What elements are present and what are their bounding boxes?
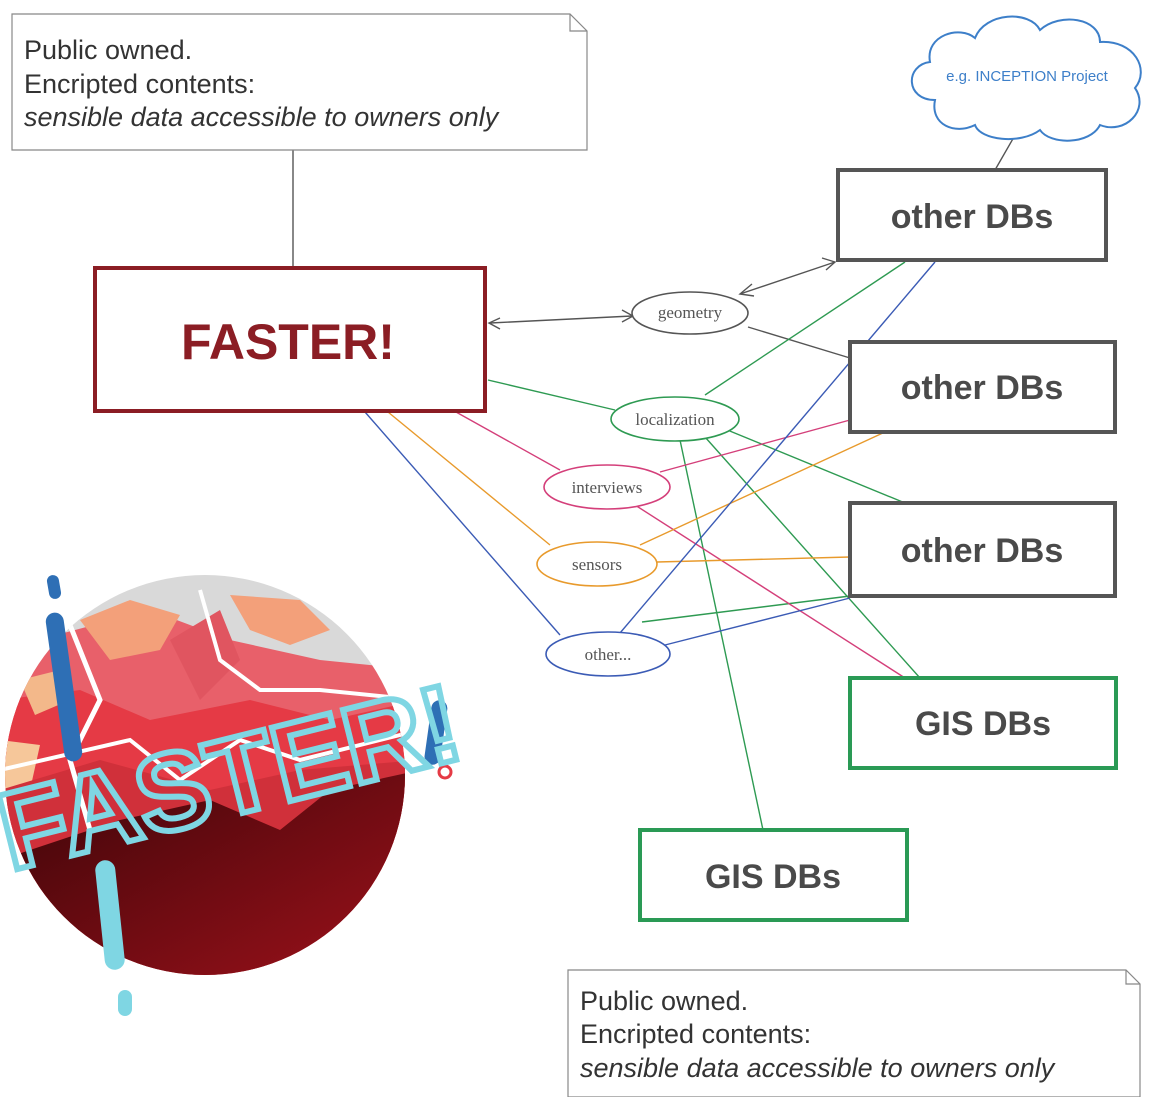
edge-interviews-gis1 [634,504,906,679]
note-top-line3: sensible data accessible to owners only [24,102,500,132]
note-top: Public owned. Encripted contents: sensib… [11,13,588,151]
db-other-1-label: other DBs [891,198,1053,236]
edge-faster-localization [487,379,616,411]
logo-exclamation-bar-right [424,700,448,765]
note-bottom-line2: Encripted contents: [580,1019,811,1049]
node-localization-label: localization [635,410,715,429]
edge-localization-db1 [704,261,906,396]
db-other-3-label: other DBs [901,532,1063,570]
faster-logo: FASTER! [0,575,476,1016]
logo-exclamation-dot-bottom [118,990,132,1016]
node-sensors: sensors [536,541,658,587]
edge-sensors-db2 [639,431,886,546]
arrowhead-db1 [821,257,837,271]
node-geometry: geometry [631,291,749,335]
arrowhead-geometry-left [738,283,755,297]
db-gis-1-label: GIS DBs [915,705,1051,743]
cloud-inception: e.g. INCEPTION Project [910,15,1142,142]
edge-geometry-db2 [747,326,851,359]
note-top-line2: Encripted contents: [24,69,255,99]
edge-faster-geometry [489,315,633,324]
db-gis-1: GIS DBs [848,676,1118,770]
edge-faster-interviews [455,411,561,471]
faster-main-box: FASTER! [93,266,487,413]
db-gis-2-label: GIS DBs [705,858,841,896]
edge-geometry-db1 [739,261,836,295]
db-other-1: other DBs [836,168,1108,262]
node-other-label: other... [585,645,632,664]
note-top-line1: Public owned. [24,35,192,65]
edge-faster-sensors [387,411,551,546]
logo-exclamation-dot-top [46,575,62,599]
logo-exclamation-dot-right [437,764,453,780]
connection-lines [292,129,1019,831]
edge-other-db1 [619,261,936,634]
edge-other-db3 [641,595,851,623]
logo-exclamation-bar-bottom [95,860,125,970]
edge-faster-other [364,411,561,636]
db-other-3: other DBs [848,501,1117,598]
db-other-2-label: other DBs [901,369,1063,407]
node-geometry-label: geometry [658,303,723,322]
cloud-label: e.g. INCEPTION Project [946,68,1109,85]
db-gis-2: GIS DBs [638,828,909,922]
note-bottom-line3: sensible data accessible to owners only [580,1053,1056,1083]
note-bottom: Public owned. Encripted contents: sensib… [567,969,1141,1097]
arrowhead-faster [487,317,501,330]
node-other: other... [545,631,671,677]
edge-other-db3-blue [664,597,851,646]
edge-interviews-db2 [659,419,851,473]
db-other-2: other DBs [848,340,1117,434]
node-localization: localization [610,396,740,442]
node-sensors-label: sensors [572,555,622,574]
faster-main-label: FASTER! [181,314,395,370]
note-bottom-line1: Public owned. [580,986,748,1016]
node-interviews-label: interviews [572,478,643,497]
edge-sensors-db3 [656,556,851,563]
edge-localization-gis2 [679,439,764,831]
logo-exclamation-bar-top [45,612,83,762]
node-interviews: interviews [543,464,671,510]
